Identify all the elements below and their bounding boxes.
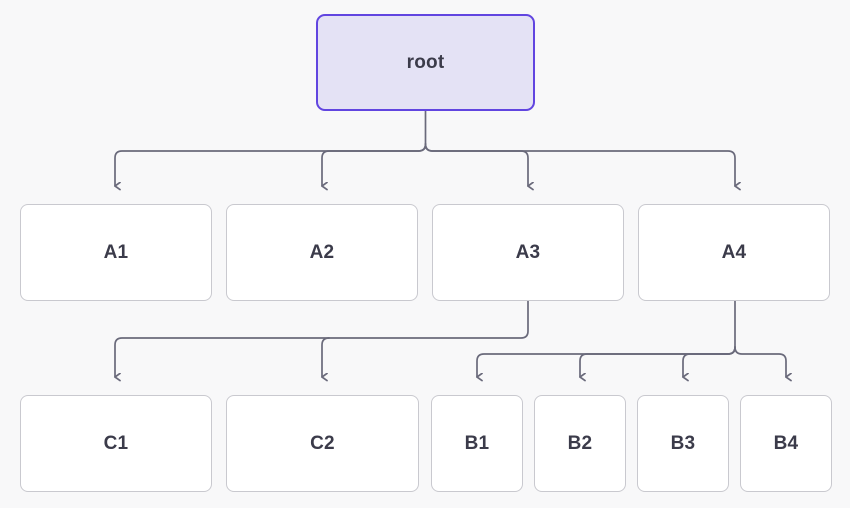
node-c2-label: C2 [310,433,335,454]
edge-root-to-a2 [322,143,427,186]
edge-a4-to-b4 [734,346,786,377]
node-a1[interactable]: A1 [20,204,212,301]
node-a3-label: A3 [515,242,541,263]
node-c2[interactable]: C2 [226,395,419,492]
node-root-label: root [406,52,445,73]
edge-root-to-a3 [424,143,529,186]
edge-a4-to-b1 [477,346,736,377]
node-a3[interactable]: A3 [432,204,624,301]
node-a2[interactable]: A2 [226,204,418,301]
edge-a3-to-c1 [115,337,330,377]
node-b4[interactable]: B4 [740,395,832,492]
node-c1-label: C1 [103,433,129,454]
edge-root-to-a1 [115,143,427,186]
node-c1[interactable]: C1 [20,395,212,492]
node-a4[interactable]: A4 [638,204,830,301]
node-root[interactable]: root [316,14,535,111]
node-a4-label: A4 [721,242,747,263]
node-b3-label: B3 [670,433,696,454]
node-a1-label: A1 [103,242,129,263]
edge-a4-to-b2 [580,346,736,377]
node-b2-label: B2 [567,433,593,454]
edge-a3-to-c2 [322,337,330,377]
node-b1-label: B1 [464,433,490,454]
node-a2-label: A2 [309,242,335,263]
edge-a4-to-b3 [683,346,736,377]
node-b4-label: B4 [773,433,799,454]
edge-root-to-a4 [424,143,736,186]
edge-a3-stem [328,300,529,339]
node-b1[interactable]: B1 [431,395,523,492]
node-b3[interactable]: B3 [637,395,729,492]
node-b2[interactable]: B2 [534,395,626,492]
